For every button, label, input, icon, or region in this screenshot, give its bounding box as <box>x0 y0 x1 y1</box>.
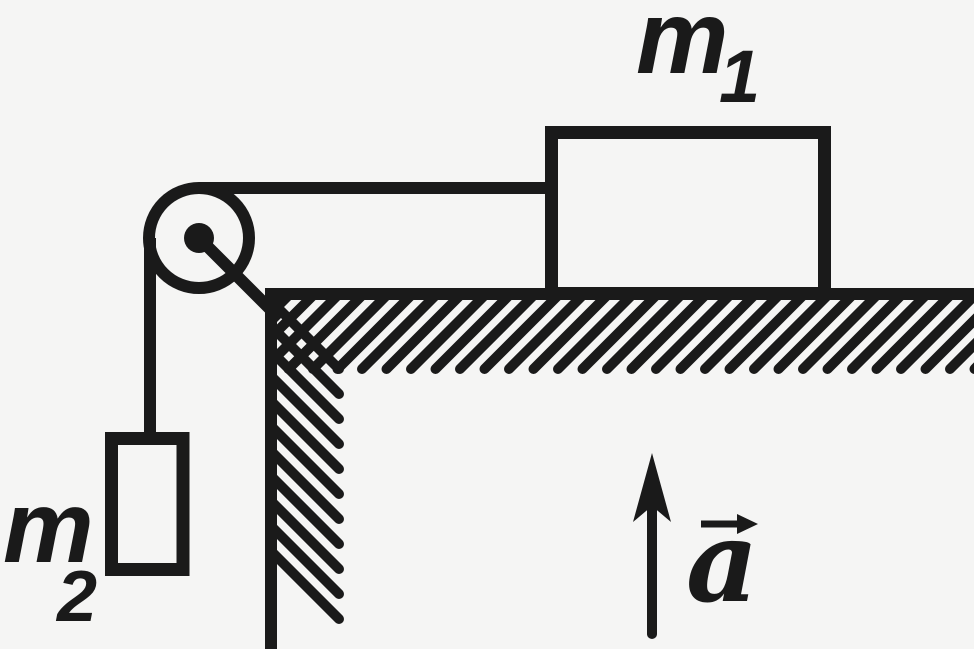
surface-hatching <box>274 291 974 374</box>
label-m2-subscript: 2 <box>55 557 97 637</box>
vector-arrow-head <box>737 514 758 534</box>
acceleration-up-arrow <box>633 453 671 639</box>
pulley-mount-strut <box>194 233 285 324</box>
block-m1 <box>545 126 831 300</box>
vector-arrow-icon <box>701 514 758 534</box>
label-m1: m <box>636 0 728 96</box>
acceleration-arrow-head <box>633 453 671 522</box>
label-m2: m <box>3 470 94 584</box>
wall-hatching <box>268 298 344 624</box>
pulley-axle <box>184 223 214 253</box>
label-m1-subscript: 1 <box>719 35 760 118</box>
label-acceleration: a <box>686 497 759 628</box>
block-m2 <box>105 432 190 576</box>
pulley-wheel <box>143 182 255 294</box>
